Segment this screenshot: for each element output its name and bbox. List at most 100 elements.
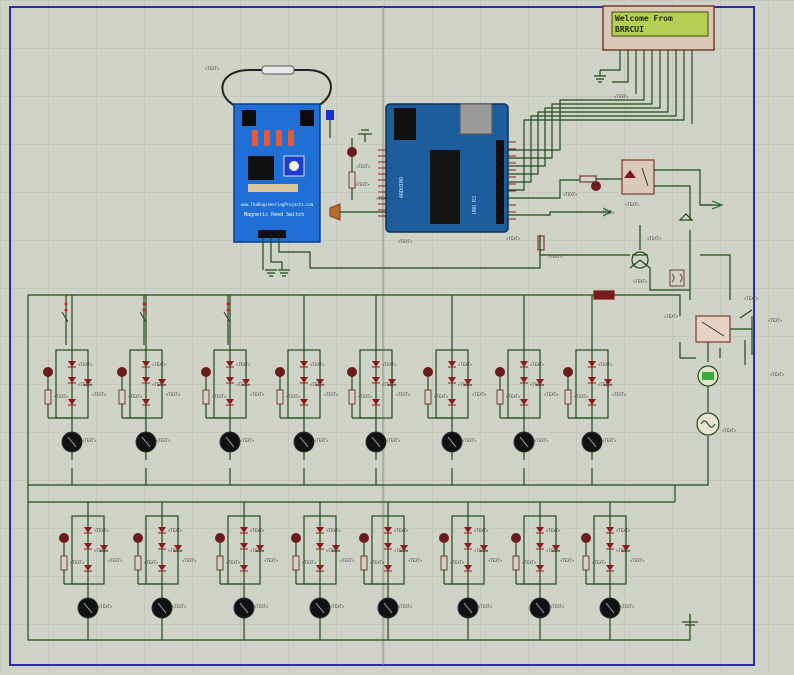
component-value-label: <TEXT> [78,382,93,387]
component-value-label: <TEXT> [330,604,345,609]
component-value-label: <TEXT> [560,558,575,563]
component-value-label: <TEXT> [82,438,97,443]
component-value-label: <TEXT> [768,318,783,323]
row-2-channel-3: <TEXT><TEXT><TEXT><TEXT><TEXT> [215,515,279,626]
component-value-label: <TEXT> [474,528,489,533]
row-2-channel-5: <TEXT><TEXT><TEXT><TEXT><TEXT> [359,515,423,626]
component-value-label: <TEXT> [770,372,785,377]
component-value-label: <TEXT> [530,362,545,367]
speaker-icon [329,203,386,221]
module-label: Magnetic Reed Switch [244,212,304,218]
component-value-label: <TEXT> [314,438,329,443]
component-value-label: <TEXT> [356,164,371,169]
component-value-label: <TEXT> [182,558,197,563]
component-value-label: <TEXT> [744,296,759,301]
arduino-label: ARDUINO [399,177,405,198]
component-value-label: <TEXT> [664,314,679,319]
component-value-label: <TEXT> [286,394,301,399]
component-value-label: <TEXT> [376,196,391,201]
component-value-label: <TEXT> [598,382,613,387]
component-value-label: <TEXT> [450,560,465,565]
component-value-label: <TEXT> [152,362,167,367]
component-value-label: <TEXT> [592,560,607,565]
row-1-channel-7: <TEXT> <TEXT> <TEXT> <TEXT> <TEXT> [495,349,559,460]
component-value-label: <TEXT> [98,604,113,609]
component-value-label: <TEXT> [394,528,409,533]
component-value-label: <TEXT> [152,382,167,387]
component-value-label: <TEXT> [264,558,279,563]
row-2-channel-7: <TEXT><TEXT><TEXT><TEXT><TEXT> [511,515,575,626]
relay-wiring [508,169,731,300]
component-value-label: <TEXT> [236,362,251,367]
top-switches [61,295,231,345]
component-value-label: <TEXT> [546,548,561,553]
component-value-label: <TEXT> [506,236,521,241]
lcd-wiring [508,50,693,191]
component-value-label: <TEXT> [462,438,477,443]
lcd-display[interactable]: Welcome From BRRCUI [602,5,715,51]
component-value-label: <TEXT> [326,528,341,533]
lcd-line-1: Welcome From [615,14,673,23]
component-value-label: <TEXT> [70,560,85,565]
component-value-label: <TEXT> [358,394,373,399]
arduino-board[interactable]: ARDUINO UNO R3 [385,103,509,233]
lcd-line-2: BRRCUI [615,25,644,34]
component-value-label: <TEXT> [598,362,613,367]
row-1-channel-5: <TEXT><TEXT><TEXT><TEXT><TEXT> [347,349,411,460]
component-value-label: <TEXT> [522,560,537,565]
component-value-label: <TEXT> [488,558,503,563]
component-value-label: <TEXT> [630,558,645,563]
row-1-channel-6: <TEXT><TEXT><TEXT><TEXT><TEXT> [423,349,487,460]
component-value-label: <TEXT> [310,362,325,367]
row-1-channel-8: <TEXT><TEXT><TEXT><TEXT><TEXT> [563,349,627,460]
component-value-label: <TEXT> [144,560,159,565]
component-value-label: <TEXT> [398,239,413,244]
row-2-channel-2: <TEXT><TEXT><TEXT><TEXT><TEXT> [133,515,197,626]
component-value-label: <TEXT> [108,558,123,563]
component-value-label: <TEXT> [647,236,662,241]
component-value-label: <TEXT> [78,362,93,367]
component-value-label: <TEXT> [370,560,385,565]
component-value-label: <TEXT> [616,528,631,533]
component-value-label: <TEXT> [326,548,341,553]
component-value-label: <TEXT> [602,438,617,443]
component-value-label: <TEXT> [474,548,489,553]
component-value-label: <TEXT> [506,394,521,399]
component-value-label: <TEXT> [408,558,423,563]
component-value-label: <TEXT> [355,182,370,187]
component-value-label: <TEXT> [534,438,549,443]
row-2-channel-6: <TEXT><TEXT><TEXT><TEXT><TEXT> [439,515,503,626]
power-relay [695,315,731,343]
row-1-channel-4: <TEXT><TEXT><TEXT><TEXT><TEXT> [275,349,339,460]
component-value-label: <TEXT> [168,528,183,533]
component-value-label: <TEXT> [616,548,631,553]
sheet-border [9,6,755,666]
component-value-label: <TEXT> [92,392,107,397]
channel-row-1: <TEXT><TEXT><TEXT><TEXT><TEXT><TEXT><TEX… [43,295,627,485]
row-2-channel-4: <TEXT><TEXT><TEXT><TEXT><TEXT> [291,515,355,626]
component-value-label: <TEXT> [382,362,397,367]
ac-source-icon [696,412,720,436]
component-value-label: <TEXT> [168,548,183,553]
row-2-channel-8: <TEXT><TEXT><TEXT><TEXT><TEXT> [581,515,645,626]
component-value-label: <TEXT> [530,382,545,387]
ground-icon [358,129,372,142]
component-value-label: <TEXT> [250,528,265,533]
component-value-label: <TEXT> [340,558,355,563]
component-value-label: <TEXT> [250,392,265,397]
row-2-channel-1: <TEXT><TEXT><TEXT><TEXT><TEXT> [59,515,123,626]
component-value-label: <TEXT> [94,548,109,553]
component-value-label: <TEXT> [54,394,69,399]
component-value-label: <TEXT> [600,210,615,215]
component-value-label: <TEXT> [544,392,559,397]
arduino-pin-wires [378,141,516,220]
row-1-channel-3: <TEXT><TEXT><TEXT><TEXT><TEXT> [201,349,265,460]
component-value-label: <TEXT> [250,548,265,553]
component-value-label: <TEXT> [434,394,449,399]
component-value-label: <TEXT> [633,279,648,284]
reed-switch-module[interactable]: www.TheEngineeringProjects.com Magnetic … [221,65,332,243]
transistor-icon [631,251,649,269]
component-value-label: <TEXT> [574,394,589,399]
